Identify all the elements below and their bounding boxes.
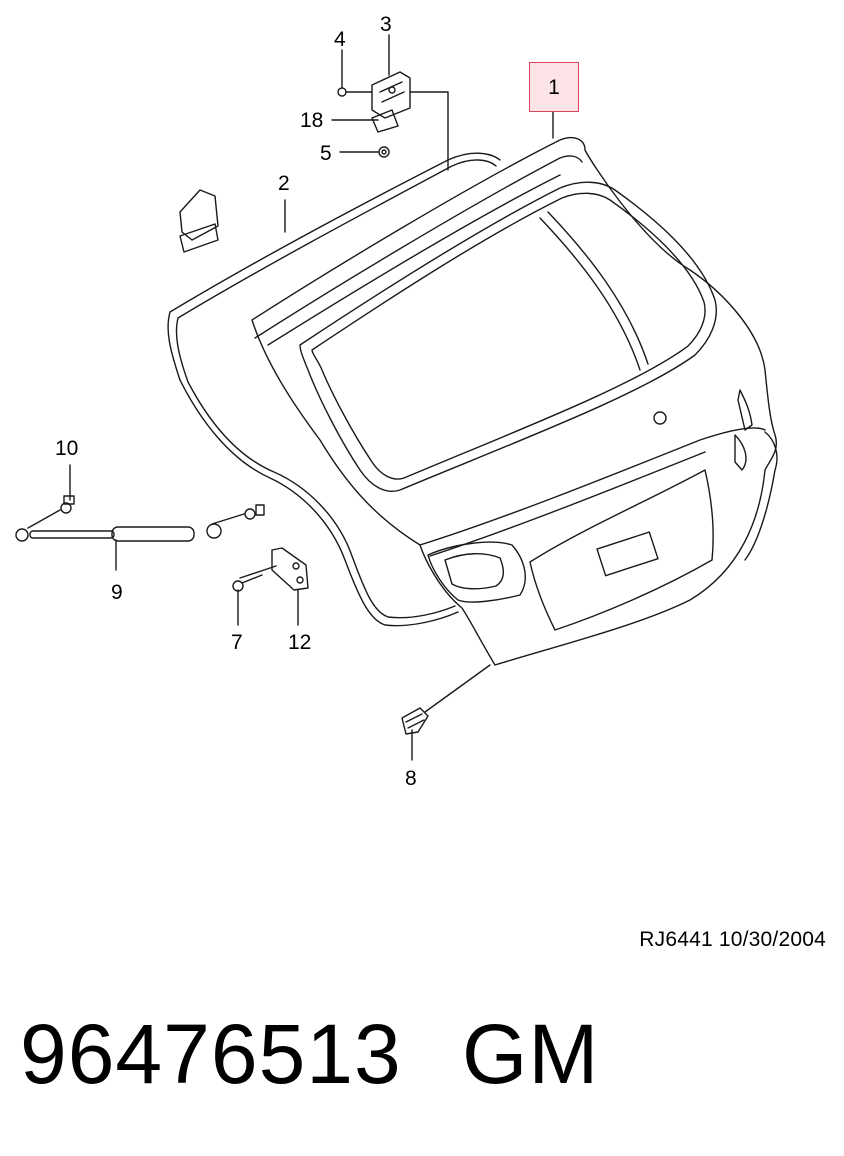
callout-5: 5 [320,142,332,165]
gas-strut [16,510,244,541]
part-number: 96476513 [20,1007,402,1101]
tailgate-drawing [0,0,844,900]
callout-10: 10 [55,437,79,460]
washer-18 [372,110,398,132]
license-plate-recess [530,470,713,630]
callout-12: 12 [288,631,312,654]
tailgate-panel [252,138,776,665]
brand-name: GM [462,1007,600,1101]
bracket-12 [272,548,308,590]
nut-5 [379,147,389,157]
exploded-parts-diagram: 1 2 3 4 5 18 10 9 7 12 8 [0,0,844,900]
screw-7 [233,575,262,591]
bolt-4 [338,88,372,96]
weatherstrip-seal [168,153,500,625]
callout-3: 3 [380,13,392,36]
ball-stud-right [245,505,264,519]
callout-2: 2 [278,172,290,195]
drawing-reference: RJ6441 10/30/2004 [639,928,826,951]
callout-8: 8 [405,767,417,790]
callout-18: 18 [300,109,324,132]
hinge-left [180,190,218,252]
handle-recess [428,542,525,602]
callout-1[interactable]: 1 [529,62,579,112]
ball-stud-10 [61,496,74,513]
callout-4: 4 [334,28,346,51]
rear-window [300,182,716,491]
bumper-8 [402,708,428,734]
callout-9: 9 [111,581,123,604]
hinge-upper [372,72,410,118]
callout-7: 7 [231,631,243,654]
